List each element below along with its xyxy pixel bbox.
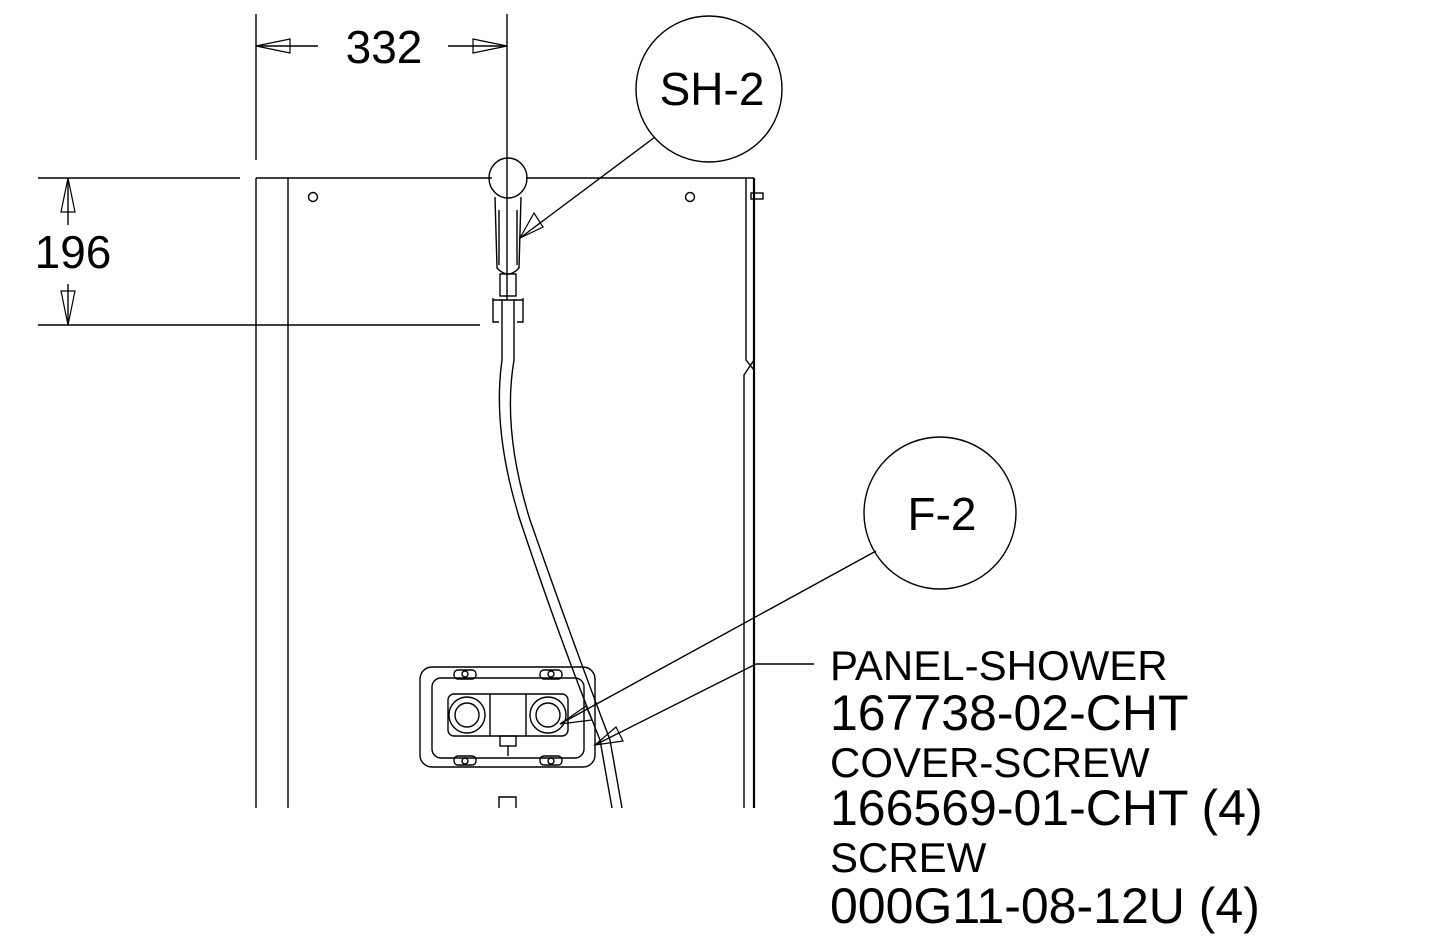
part-number-2: 166569-01-CHT (4) <box>830 780 1263 836</box>
panel-leader <box>593 663 814 746</box>
horizontal-dimension: 332 <box>255 14 508 300</box>
mounting-hole-left <box>307 191 319 203</box>
callout-f2: F-2 <box>559 436 1017 725</box>
part-name-1: PANEL-SHOWER <box>830 642 1168 689</box>
mixer-valve-icon <box>419 666 596 768</box>
callout-f2-label: F-2 <box>908 488 977 540</box>
parts-list: PANEL-SHOWER 167738-02-CHT COVER-SCREW 1… <box>830 642 1263 934</box>
vertical-dimension: 196 <box>35 177 480 326</box>
part-number-3: 000G11-08-12U (4) <box>830 878 1260 934</box>
part-number-1: 167738-02-CHT <box>830 685 1189 741</box>
callout-sh2-label: SH-2 <box>660 63 765 115</box>
part-name-2: COVER-SCREW <box>830 739 1150 786</box>
callout-sh2: SH-2 <box>518 15 783 240</box>
horizontal-dimension-value: 332 <box>346 21 423 73</box>
mounting-hole-right <box>684 191 696 203</box>
vertical-dimension-value: 196 <box>35 226 112 278</box>
shower-panel-outline <box>255 177 764 808</box>
part-name-3: SCREW <box>830 834 987 881</box>
hand-shower-icon <box>488 157 623 809</box>
